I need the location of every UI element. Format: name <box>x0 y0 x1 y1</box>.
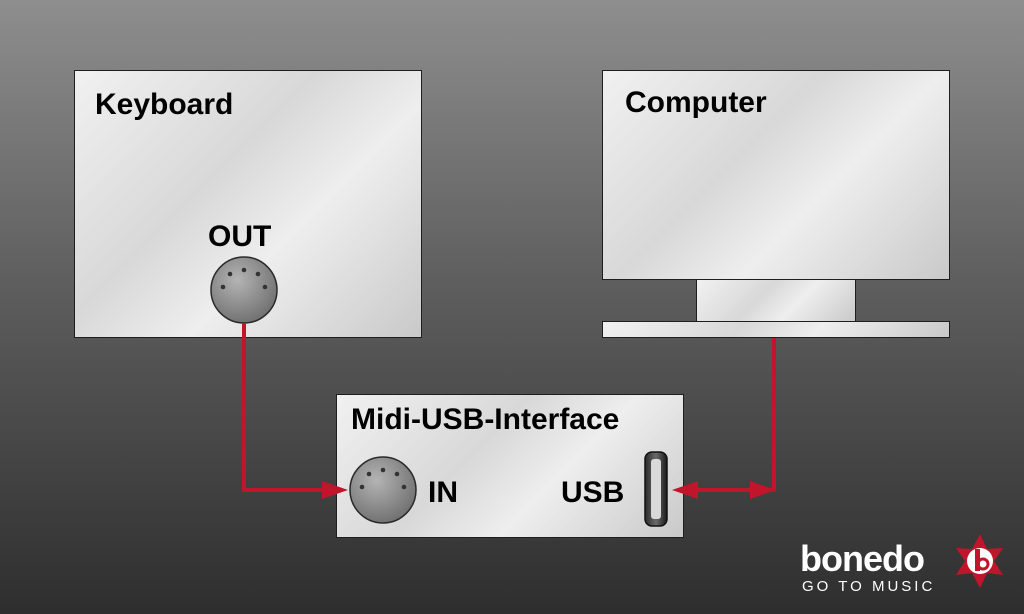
computer-base <box>602 321 950 338</box>
bonedo-wordmark: bonedo <box>800 538 925 579</box>
bonedo-logo-badge <box>956 534 1003 588</box>
computer-monitor <box>602 70 950 280</box>
usb-port <box>644 451 668 527</box>
midi-in-connector <box>349 456 417 524</box>
keyboard-out-label: OUT <box>208 220 272 253</box>
usb-cable <box>672 338 776 499</box>
bonedo-tagline: GO TO MUSIC <box>802 578 936 595</box>
computer-stand <box>696 279 856 322</box>
interface-in-label: IN <box>428 476 458 509</box>
midi-out-connector <box>210 256 278 324</box>
computer-title: Computer <box>625 86 767 119</box>
interface-title: Midi-USB-Interface <box>351 403 620 436</box>
interface-usb-label: USB <box>561 476 625 509</box>
keyboard-title: Keyboard <box>95 88 234 121</box>
midi-cable <box>242 323 348 499</box>
